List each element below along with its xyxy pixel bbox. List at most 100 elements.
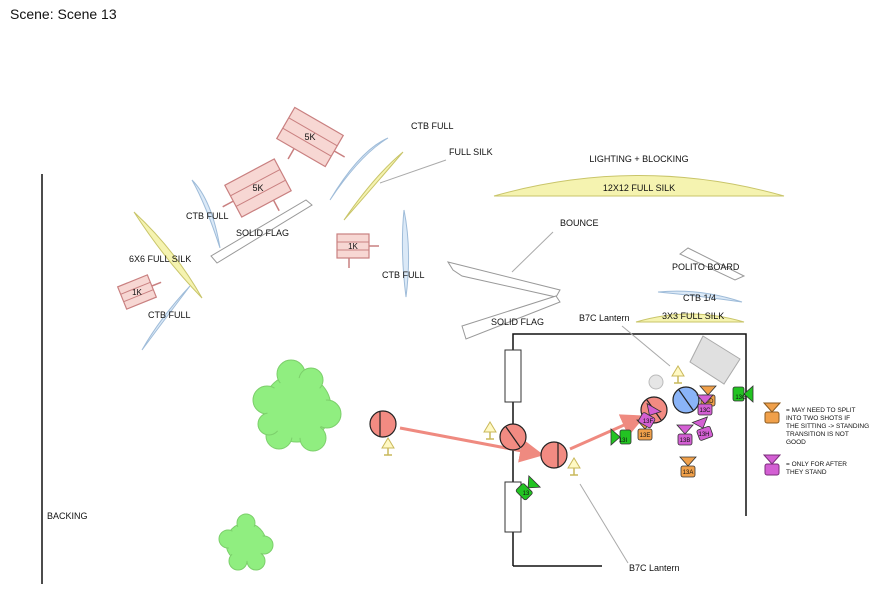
bounce-leader xyxy=(511,231,554,273)
b7c-lantern-bottom-label: B7C Lantern xyxy=(629,563,680,573)
silk-12x12 xyxy=(493,175,785,197)
ctb-gel-mid xyxy=(191,179,221,249)
b7c-lantern-top-leader xyxy=(621,325,671,367)
camera-triangle xyxy=(743,385,754,403)
b7c-lantern-bottom-leader xyxy=(579,483,629,564)
camera-label: 13H xyxy=(698,432,709,438)
lantern-icon xyxy=(483,421,497,440)
camera-body xyxy=(638,412,656,429)
camera-label: 13A xyxy=(683,470,694,476)
camera-marker: 13I xyxy=(610,428,632,446)
silk-12x12-label: 12X12 FULL SILK xyxy=(603,183,675,193)
lantern-icon xyxy=(381,437,395,456)
camera-body xyxy=(677,433,693,446)
legend-orange: = MAY NEED TO SPLIT INTO TWO SHOTS IF TH… xyxy=(762,402,869,446)
camera-label: 13C xyxy=(699,408,711,414)
camera-label: 13I xyxy=(619,438,628,444)
camera-marker: 13A xyxy=(679,456,697,478)
light-5k-top: 5K xyxy=(275,106,346,168)
legend-purple-line-1: = ONLY FOR AFTER xyxy=(786,461,847,468)
camera-label: 13G xyxy=(735,395,747,401)
actor-mid xyxy=(499,423,527,451)
camera-marker: 13C xyxy=(696,394,714,416)
bounce-board xyxy=(446,261,561,298)
polito-board-label: POLITO BOARD xyxy=(672,262,740,272)
b7c-lantern-top-label: B7C Lantern xyxy=(579,313,630,323)
actor-doorway xyxy=(540,441,568,469)
solid-flag-left xyxy=(210,199,313,264)
polito-board xyxy=(679,247,746,281)
full-silk-top-label: FULL SILK xyxy=(449,147,493,157)
camera-body xyxy=(515,483,533,501)
camera-body xyxy=(697,403,713,416)
camera-body xyxy=(680,465,696,478)
door-lower xyxy=(504,481,522,533)
camera-label: 13 xyxy=(523,491,530,497)
actor-path-arrow xyxy=(569,414,646,451)
legend-orange-line-3: THE SITTING -> STANDING xyxy=(786,423,869,430)
scene-title: Scene: Scene 13 xyxy=(10,6,117,22)
camera-triangle xyxy=(676,424,694,435)
silk-6x6-label: 6X6 FULL SILK xyxy=(129,254,191,264)
lantern-icon xyxy=(671,365,685,384)
legend-orange-line-5: GOOD xyxy=(786,439,806,446)
camera-triangle xyxy=(646,402,662,416)
light-1k-mid-label: 1K xyxy=(348,242,358,251)
camera-body xyxy=(619,429,632,445)
camera-triangle xyxy=(699,385,717,396)
legend-purple: = ONLY FOR AFTER THEY STAND xyxy=(762,454,847,476)
light-5k-mid: 5K xyxy=(222,158,292,218)
ctb-full-top-label: CTB FULL xyxy=(411,121,454,131)
light-1k-mid: 1K xyxy=(336,233,379,268)
camera-label: 13D xyxy=(702,399,714,405)
silk-3x3 xyxy=(635,313,745,323)
practical-light xyxy=(648,374,664,390)
ctb-full-left-label: CTB FULL xyxy=(148,310,191,320)
legend-purple-line-2: THEY STAND xyxy=(786,469,827,476)
ctb-quarter-gel xyxy=(657,290,743,303)
camera-body xyxy=(732,386,745,402)
actor-start xyxy=(369,410,397,438)
ctb-quarter-label: CTB 1/4 xyxy=(683,293,716,303)
tree-small xyxy=(218,513,274,571)
camera-triangle xyxy=(696,394,714,405)
full-silk-leader xyxy=(379,159,447,184)
bounce-label: BOUNCE xyxy=(560,218,599,228)
heading: LIGHTING + BLOCKING xyxy=(589,154,688,164)
solid-flag-right-label: SOLID FLAG xyxy=(491,317,544,327)
light-5k-top-label: 5K xyxy=(304,132,315,142)
legend-orange-line-2: INTO TWO SHOTS IF xyxy=(786,415,850,422)
camera-label: 13E xyxy=(640,433,651,439)
camera-label: 13B xyxy=(680,438,691,444)
camera-triangle xyxy=(679,456,697,467)
camera-marker: 13G xyxy=(732,385,754,403)
backing-label: BACKING xyxy=(47,511,88,521)
ctb-full-mid-label: CTB FULL xyxy=(186,211,229,221)
ctb-gel-top xyxy=(329,137,389,201)
camera-triangle xyxy=(610,428,621,446)
legend-orange-line-4: TRANSITION IS NOT xyxy=(786,431,849,438)
camera-marker: 13B xyxy=(676,424,694,446)
camera-triangle xyxy=(527,474,542,489)
camera-marker: 13 xyxy=(515,474,542,501)
tree-large xyxy=(252,359,342,452)
camera-body xyxy=(696,425,714,441)
door-upper xyxy=(504,349,522,403)
silk-3x3-label: 3X3 FULL SILK xyxy=(662,311,724,321)
legend-orange-line-1: = MAY NEED TO SPLIT xyxy=(786,407,855,414)
light-5k-mid-label: 5K xyxy=(252,183,263,193)
light-1k-left-label: 1K xyxy=(132,288,142,297)
silk-6x6 xyxy=(133,211,203,299)
lantern-icon xyxy=(567,457,581,476)
camera-marker: 13H xyxy=(691,416,714,441)
light-1k-left: 1K xyxy=(116,274,162,310)
set-prop xyxy=(689,335,741,385)
full-silk-gel xyxy=(343,151,404,221)
solid-flag-left-label: SOLID FLAG xyxy=(236,228,289,238)
camera-marker: 13F xyxy=(638,402,662,429)
ctb-gel-1k xyxy=(401,209,410,298)
ctb-gel-left xyxy=(141,285,191,351)
camera-body xyxy=(637,428,653,441)
actor-seated xyxy=(672,386,700,414)
